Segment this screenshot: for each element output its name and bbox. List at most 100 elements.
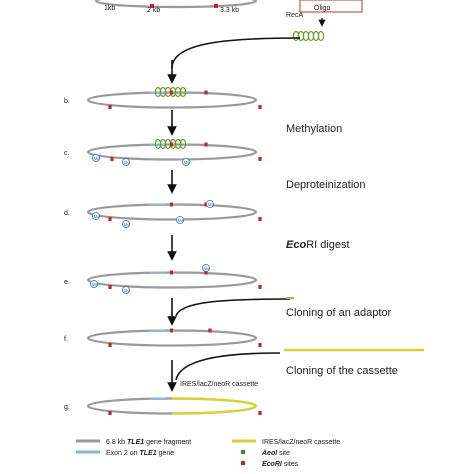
ecori-site-b-1 [204, 90, 208, 95]
ecori-site-d-2 [258, 217, 262, 221]
legend-cassette: IRES/lacZ/neoR cassette [262, 439, 340, 446]
methyl-group-d-1 [122, 220, 130, 228]
joining-arrow-top [171, 37, 301, 69]
aeoi-site-f [170, 328, 173, 333]
scale-label-3kb: 3.3 kb [220, 7, 239, 14]
plasmid-ring-d [86, 203, 258, 221]
cassette-label: IRES/lacZ/neoR cassette [180, 381, 258, 388]
oligo-box [299, 0, 363, 13]
plasmid-b [86, 86, 262, 109]
legend-ecori-post: sites [282, 461, 299, 468]
plasmid-ring-e [86, 271, 258, 289]
legend-ecori: EcoRI sites [262, 461, 299, 468]
methyl-group-c-1-mark: Me [124, 160, 131, 165]
aeoi-site-b [170, 90, 173, 95]
methyl-group-e-2 [202, 264, 210, 272]
methyl-group-e-1 [122, 286, 130, 294]
step-ecori-italic: Eco [286, 239, 306, 251]
legend-exon: Exon 2 on TLE1 gene [106, 450, 174, 457]
oligo-label: Oligo [314, 5, 330, 12]
cassette-join-arrow [175, 352, 281, 381]
methyl-group-d-2 [176, 216, 184, 224]
ecori-site-d-1 [204, 202, 208, 207]
legend-gene: 6.8 kb TLE1 gene fragment [106, 439, 191, 446]
ecori-site-f-1 [208, 328, 212, 333]
legend: 6.8 kb TLE1 gene fragment Exon 2 on TLE1… [76, 439, 340, 468]
methyl-group-d-3-mark: Me [208, 202, 215, 207]
reca-oligo-complex [292, 30, 325, 42]
legend-exon-post: gene [157, 450, 175, 457]
reca-bound-b [179, 86, 187, 98]
methyl-group-c-0-mark: Me [94, 156, 101, 161]
legend-gene-italic: TLE1 [127, 439, 144, 446]
legend-gene-post: gene fragment [144, 439, 191, 446]
aeoi-site-d [170, 202, 173, 207]
plasmid-f [86, 328, 262, 347]
methyl-group-e-1-mark: Me [124, 288, 131, 293]
ecori-site-f-0 [108, 343, 112, 347]
ecori-site-d-0 [108, 217, 112, 221]
top-plasmid [94, 0, 258, 9]
methyl-group-d-1-mark: Me [124, 222, 131, 227]
legend-aeoi: AeoI site [261, 450, 290, 457]
ecori-site-b-2 [258, 105, 262, 109]
row-label-g: g. [64, 404, 70, 411]
ecori-site-e-1 [204, 270, 208, 275]
step-ecori-digest: EcoRI digest [286, 239, 350, 251]
row-label-c: c. [64, 150, 70, 157]
legend-aeoi-post: site [277, 450, 290, 457]
legend-aeoi-italic: AeoI [261, 450, 278, 457]
methyl-group-d-0-mark: Me [94, 214, 101, 219]
plasmid-cassette-arc-g [171, 397, 258, 415]
reca-label: RecA [286, 12, 303, 19]
ecori-site-f-2 [258, 343, 262, 347]
reca-bound-c [179, 138, 187, 150]
row-label-b: b. [64, 98, 70, 105]
row-label-f: f. [64, 336, 68, 343]
methyl-group-c-0 [92, 154, 100, 162]
methyl-group-e-2-mark: Me [204, 266, 211, 271]
ecori-site-b-0 [108, 105, 112, 109]
methyl-group-d-0 [92, 212, 100, 220]
ecori-site-c-2 [258, 157, 262, 161]
methyl-group-d-2-mark: Me [178, 218, 185, 223]
scale-label-1kb: 1kb [104, 5, 115, 12]
legend-swatch-ecori [241, 461, 245, 465]
aeoi-site-c [170, 142, 173, 147]
methyl-group-c-1 [122, 158, 130, 166]
plasmid-ring-b [86, 91, 258, 109]
ecori-site-g-1 [258, 411, 262, 415]
step-cassette: Cloning of the cassette [286, 365, 398, 377]
legend-exon-pre: Exon 2 on [106, 450, 139, 457]
legend-exon-italic: TLE1 [139, 450, 156, 457]
scale-label-2kb: 2 kb [147, 7, 160, 14]
methyl-group-d-3 [206, 200, 214, 208]
legend-swatch-aeoi [241, 450, 245, 454]
plasmid-ring-f [86, 329, 258, 347]
step-ecori-rest: RI digest [306, 239, 349, 251]
ecori-site-c-1 [204, 142, 208, 147]
ecori-site-e-0 [108, 285, 112, 289]
step-deproteinization: Deproteinization [286, 179, 366, 191]
methyl-group-e-0-mark: Me [92, 282, 99, 287]
row-label-d: d. [64, 210, 70, 217]
ecori-site-e-2 [258, 285, 262, 289]
aeoi-site-e [170, 270, 173, 275]
ecori-site-c-0 [110, 157, 114, 161]
reca-protein-coil [317, 30, 325, 42]
step-adaptor: Cloning of an adaptor [286, 307, 392, 319]
methyl-group-c-2-mark: Me [184, 160, 191, 165]
row-label-e: e. [64, 279, 70, 286]
plasmid-g [86, 397, 262, 415]
methyl-group-e-0 [90, 280, 98, 288]
legend-gene-pre: 6.8 kb [106, 439, 127, 446]
step-methylation: Methylation [286, 123, 342, 135]
ecori-site-g-0 [108, 411, 112, 415]
adaptor-join-arrow [175, 298, 291, 317]
methyl-group-c-2 [182, 158, 190, 166]
